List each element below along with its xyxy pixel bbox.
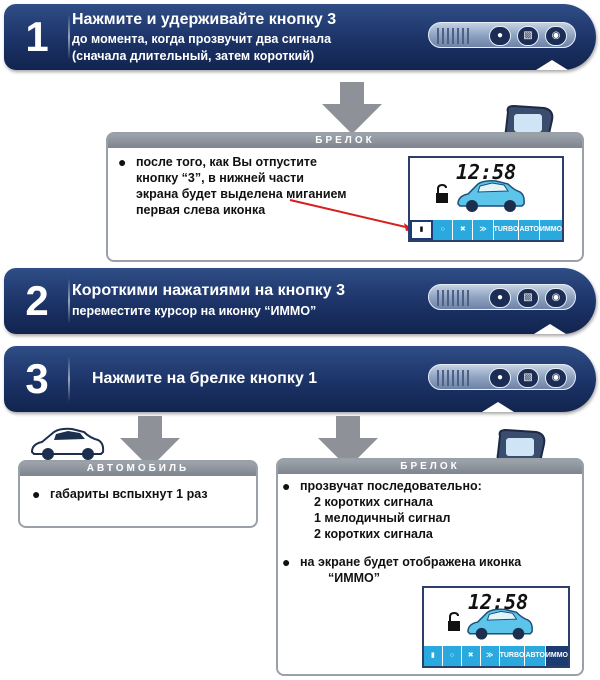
auto-icon: АВТО — [519, 220, 539, 240]
step-2-title: Короткими нажатиями на кнопку 3 — [72, 282, 345, 300]
step-1-title: Нажмите и удерживайте кнопку 3 — [72, 11, 336, 29]
wrench-icon: ≫ — [481, 646, 500, 666]
bullet: ● — [282, 478, 290, 494]
bullet: ● — [32, 486, 40, 502]
auto-icon: АВТО — [525, 646, 545, 666]
lock-icon: ● — [489, 368, 511, 388]
car-icon — [466, 604, 534, 644]
turbo-icon: TURBO — [500, 646, 526, 666]
lock-icon: ● — [489, 288, 511, 308]
unlock-icon: ○ — [433, 220, 453, 240]
eye-icon: ◉ — [545, 288, 567, 308]
step-3-title: Нажмите на брелке кнопку 1 — [92, 370, 317, 388]
bullet: ● — [118, 154, 126, 170]
trunk-icon: ▧ — [517, 368, 539, 388]
fob-panel-result: БРЕЛОК ● прозвучат последовательно: 2 ко… — [276, 458, 584, 676]
pistol-icon: ▮ — [410, 220, 433, 240]
car-panel-text: ● габариты вспыхнут 1 раз — [50, 486, 208, 502]
unlock-icon: ○ — [443, 646, 462, 666]
fob-grip — [437, 370, 475, 386]
panel2-line3: 1 мелодичный сигнал — [300, 510, 482, 526]
panel2-display: ● на экране будет отображена иконка “ИММ… — [300, 554, 521, 586]
down-arrow-icon — [322, 82, 382, 134]
panel2-line4: 2 коротких сигнала — [300, 526, 482, 542]
key-fob: ● ▧ ◉ — [428, 364, 576, 390]
step-3-banner: 3 Нажмите на брелке кнопку 1 ● ▧ ◉ — [4, 346, 596, 412]
step-number: 2 — [12, 272, 62, 330]
immo-icon: ИММО — [546, 646, 568, 666]
fob-button-pointer — [534, 324, 566, 334]
car-panel-line1: габариты вспыхнут 1 раз — [50, 486, 208, 502]
panel1-line2: кнопку “3”, в нижней части — [136, 170, 347, 186]
key-fob: ● ▧ ◉ — [428, 22, 576, 48]
car-panel: АВТОМОБИЛЬ ● габариты вспыхнут 1 раз — [18, 460, 258, 528]
fob-button-pointer — [536, 60, 568, 70]
fob-grip — [437, 28, 475, 44]
key-fob: ● ▧ ◉ — [428, 284, 576, 310]
panel1-line1: после того, как Вы отпустите — [136, 154, 347, 170]
unlock-icon — [434, 184, 450, 204]
panel2-line5: на экране будет отображена иконка — [300, 554, 521, 570]
immo-icon: ИММО — [540, 220, 562, 240]
fob-panel: БРЕЛОК ● после того, как Вы отпустите кн… — [106, 132, 584, 262]
panel2-line2: 2 коротких сигнала — [300, 494, 482, 510]
eye-icon: ◉ — [545, 368, 567, 388]
car-icon — [456, 176, 526, 216]
trunk-icon: ▧ — [517, 288, 539, 308]
bullet: ● — [282, 554, 290, 570]
fan-icon: ✖ — [462, 646, 481, 666]
fob-button-pointer — [482, 402, 514, 412]
trunk-icon: ▧ — [517, 26, 539, 46]
panel2-line6: “ИММО” — [300, 570, 521, 586]
pistol-icon: ▮ — [424, 646, 443, 666]
panel-header: АВТОМОБИЛЬ — [20, 462, 256, 476]
fan-icon: ✖ — [453, 220, 473, 240]
panel2-line1: прозвучат последовательно: — [300, 478, 482, 494]
lock-icon: ● — [489, 26, 511, 46]
fob-lcd-screen: 12:58 ▮ ○ ✖ ≫ TURBO АВТО ИММО — [408, 156, 564, 242]
panel-header: БРЕЛОК — [108, 134, 582, 148]
step-2-line2: переместите курсор на иконку “ИММО” — [72, 304, 316, 318]
lcd-icon-row: ▮ ○ ✖ ≫ TURBO АВТО ИММО — [410, 220, 562, 240]
lcd-icon-row: ▮ ○ ✖ ≫ TURBO АВТО ИММО — [424, 646, 568, 666]
step-1-banner: 1 Нажмите и удерживайте кнопку 3 до моме… — [4, 4, 596, 70]
panel-header: БРЕЛОК — [278, 460, 582, 474]
fob-grip — [437, 290, 475, 306]
eye-icon: ◉ — [545, 26, 567, 46]
fob-lcd-screen: 12:58 ▮ ○ ✖ ≫ TURBO АВТО ИММО — [422, 586, 570, 668]
step-number: 3 — [12, 350, 62, 408]
step-2-banner: 2 Короткими нажатиями на кнопку 3 переме… — [4, 268, 596, 334]
step-1-line3: (сначала длительный, затем короткий) — [72, 49, 314, 63]
unlock-icon — [446, 612, 462, 632]
turbo-icon: TURBO — [494, 220, 520, 240]
callout-line — [288, 196, 418, 236]
step-1-line2: до момента, когда прозвучит два сигнала — [72, 32, 331, 46]
step-number: 1 — [12, 8, 62, 66]
wrench-icon: ≫ — [473, 220, 493, 240]
panel2-signals: ● прозвучат последовательно: 2 коротких … — [300, 478, 482, 542]
car-icon — [30, 424, 106, 464]
